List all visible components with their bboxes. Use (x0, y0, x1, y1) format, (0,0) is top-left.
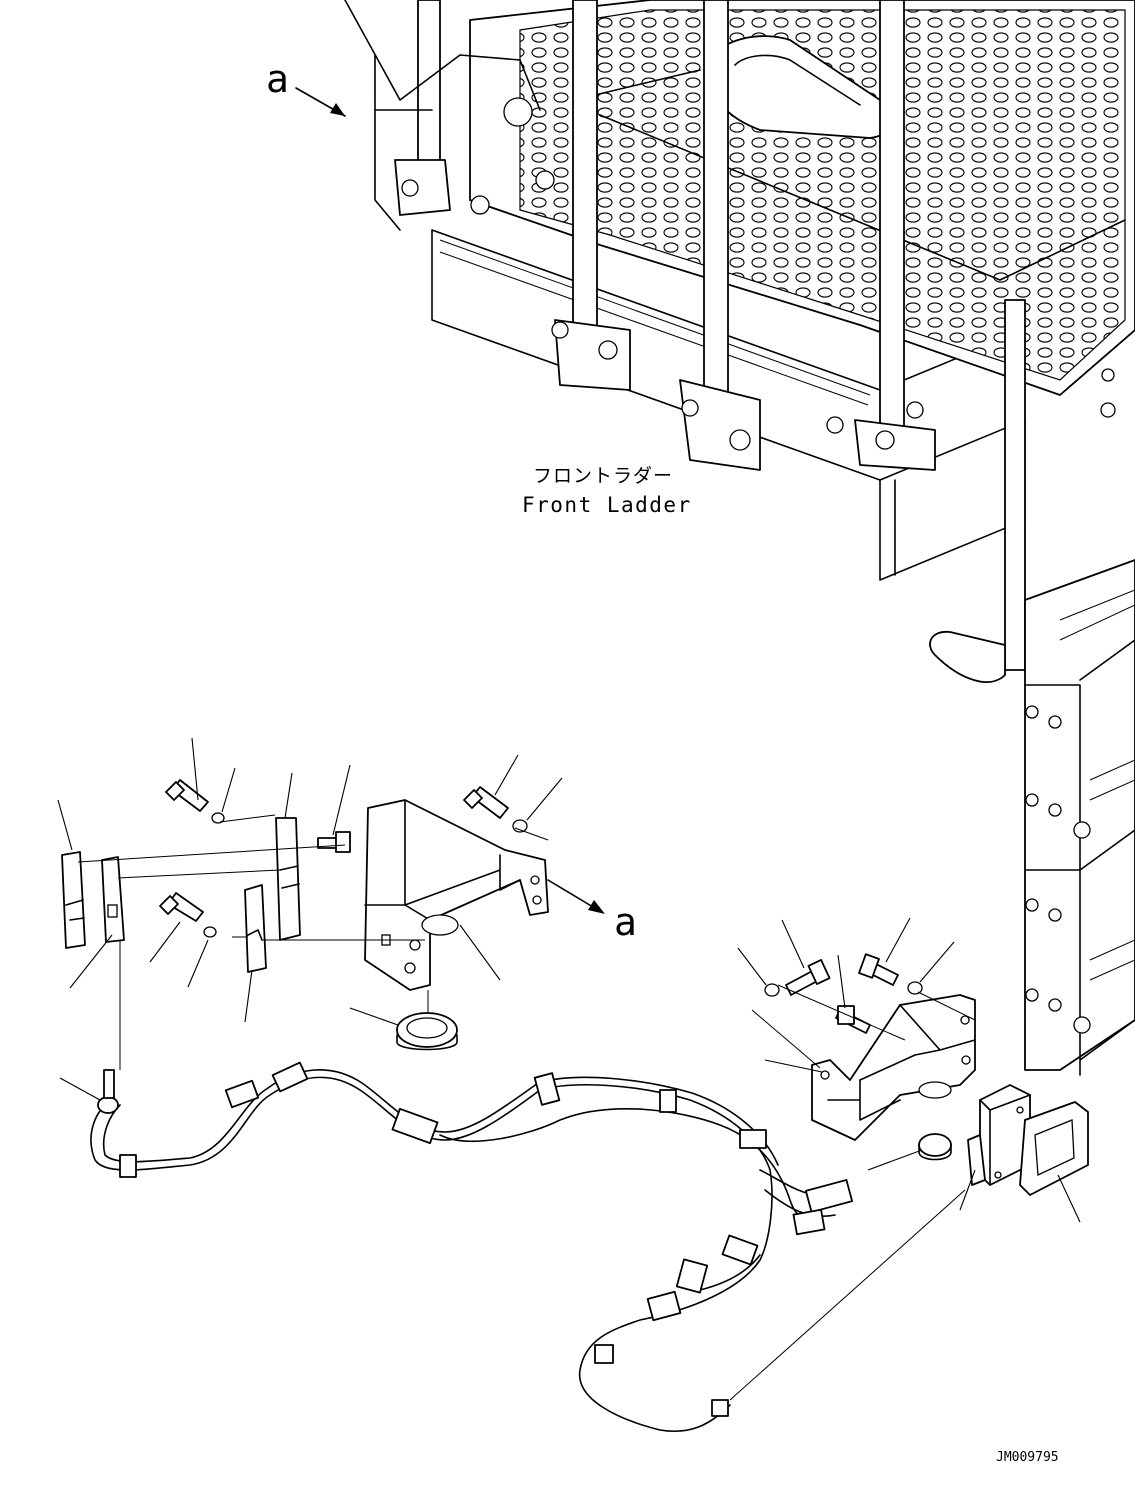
right-mount-bracket (811, 994, 976, 1141)
cover-plate-outer (61, 851, 86, 949)
wire-clip (967, 1134, 986, 1186)
ladder-label-en: Front Ladder (522, 493, 692, 517)
track-step-side (1024, 559, 1135, 1076)
post-clamps (394, 159, 1116, 471)
view-arrow-top (295, 87, 346, 117)
rubber-cap (918, 1133, 952, 1157)
front-ladder-assembly (344, 0, 1135, 683)
drawing-id: JM009795 (996, 1450, 1059, 1465)
ladder-label-jp: フロントラダー (533, 465, 673, 487)
leader-lines (57, 737, 1081, 1223)
wire-harness (90, 1061, 966, 1433)
left-bolts (159, 779, 528, 938)
arrow-label-mid: a (614, 900, 637, 944)
view-arrow-mid (547, 879, 599, 911)
track-bolts (1025, 705, 1091, 1034)
small-bracket (275, 817, 301, 941)
left-parts-group (61, 779, 605, 1070)
ladder-posts (417, 0, 1026, 683)
shim-plate (244, 884, 267, 973)
harness-connectors (119, 1061, 854, 1417)
right-bolts (764, 953, 923, 1034)
right-parts-group (751, 953, 1089, 1196)
cover-plate-inner (101, 856, 125, 943)
arrow-label-top: a (266, 57, 289, 101)
